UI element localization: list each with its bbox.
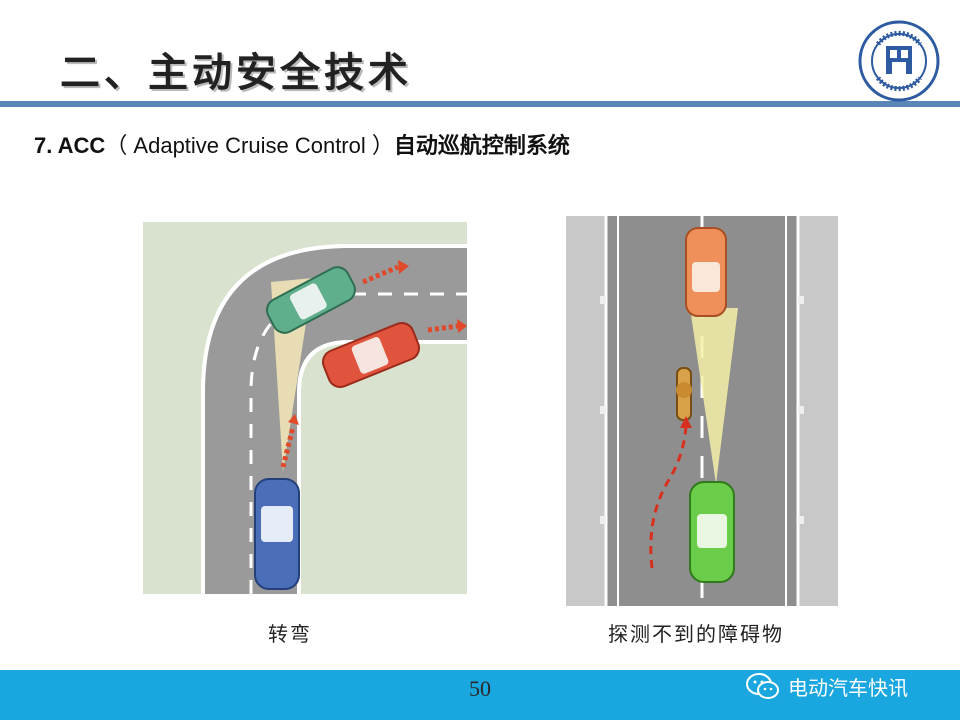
university-seal-icon: [858, 20, 940, 102]
footer-bar: [0, 670, 960, 720]
watermark: 电动汽车快讯: [746, 672, 908, 701]
figure-caption-obstacle: 探测不到的障碍物: [608, 622, 784, 646]
watermark-text: 电动汽车快讯: [788, 676, 908, 700]
page-number: 50: [469, 676, 491, 701]
obstacle-illustration: [566, 216, 838, 606]
section-english: （ Adaptive Cruise Control ）: [105, 133, 394, 158]
section-heading: 7. ACC（ Adaptive Cruise Control ）自动巡航控制系…: [34, 128, 570, 160]
header-divider: [0, 101, 960, 107]
section-chinese: 自动巡航控制系统: [393, 134, 570, 159]
figure-caption-turning: 转弯: [268, 622, 312, 646]
page-title: 二、主动安全技术: [60, 50, 412, 96]
wechat-icon: [746, 672, 779, 699]
section-number: 7. ACC: [34, 133, 106, 158]
turning-illustration: [143, 222, 467, 594]
